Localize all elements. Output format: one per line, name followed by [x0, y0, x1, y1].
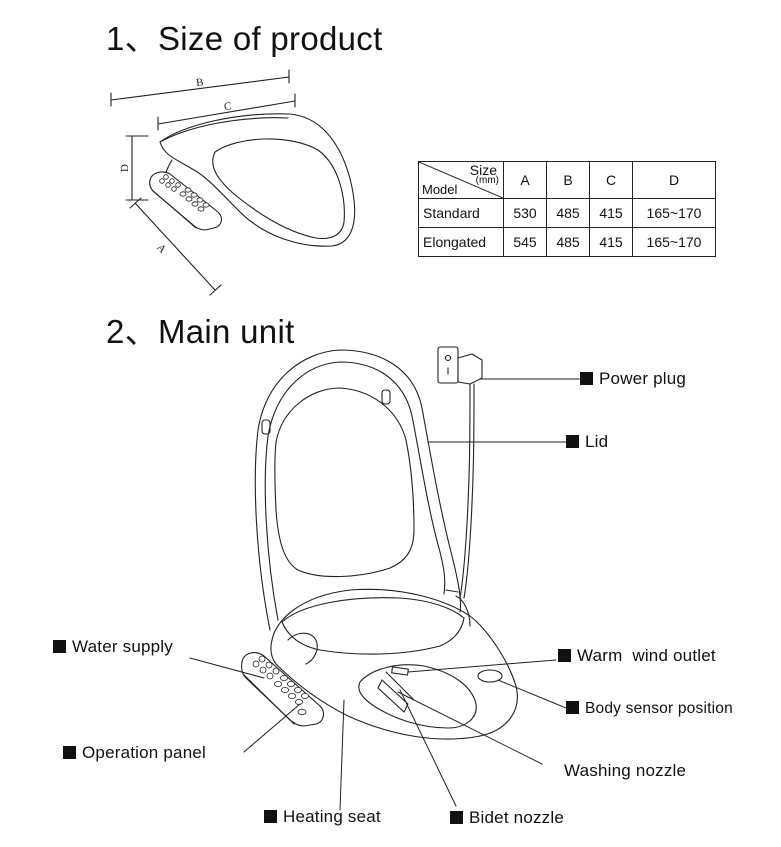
callout-text: Body sensor position	[585, 700, 733, 717]
callout-water-supply: Water supply	[53, 637, 173, 657]
callout-text: Lid	[585, 432, 609, 451]
bullet-square-icon	[558, 649, 571, 662]
size-header-label: Size	[469, 162, 497, 178]
callout-operation-panel: Operation panel	[63, 743, 206, 763]
column-header-a: A	[503, 161, 547, 199]
callout-lid: Lid	[566, 432, 608, 452]
bullet-square-icon	[63, 746, 76, 759]
row-label-elongated: Elongated	[418, 227, 504, 257]
dim-label-a: A	[154, 242, 168, 256]
model-header-label: Model	[422, 182, 458, 197]
table-row: Standard 530 485 415 165~170	[418, 198, 716, 228]
row-label-standard: Standard	[418, 198, 504, 228]
callout-power-plug: Power plug	[580, 369, 686, 389]
diagonal-divider	[419, 162, 503, 198]
section-title-size: 1、Size of product	[106, 20, 383, 57]
bullet-square-icon	[566, 435, 579, 448]
dim-label-c: C	[223, 100, 232, 113]
size-spec-table: Size (mm) Model A B C D Standard 530 485…	[418, 161, 716, 257]
callout-text: Washing nozzle	[564, 761, 687, 780]
unit-header-label: (mm)	[475, 175, 499, 186]
table-cell: 485	[546, 198, 590, 228]
table-cell: 415	[589, 198, 633, 228]
column-header-b: B	[546, 161, 590, 199]
callout-text: Warm wind outlet	[577, 646, 716, 665]
dim-label-d: D	[119, 164, 131, 172]
bullet-square-icon	[450, 811, 463, 824]
callout-text: Operation panel	[82, 743, 206, 762]
table-cell: 165~170	[632, 227, 716, 257]
table-row: Elongated 545 485 415 165~170	[418, 227, 716, 257]
callout-washing-nozzle: Washing nozzle	[564, 761, 686, 781]
callout-text: Heating seat	[283, 807, 381, 826]
callout-text: Power plug	[599, 369, 687, 388]
callout-heating-seat: Heating seat	[264, 807, 381, 827]
section-title-main-unit: 2、Main unit	[106, 313, 295, 350]
table-cell: 530	[503, 198, 547, 228]
table-cell: 545	[503, 227, 547, 257]
table-header-corner: Size (mm) Model	[418, 161, 504, 199]
callout-text: Bidet nozzle	[469, 808, 565, 827]
bullet-square-icon	[566, 701, 579, 714]
column-header-c: C	[589, 161, 633, 199]
table-cell: 485	[546, 227, 590, 257]
callout-warm-wind-outlet: Warm wind outlet	[558, 646, 716, 666]
size-drawing	[110, 69, 356, 296]
bullet-square-icon	[264, 810, 277, 823]
callout-body-sensor: Body sensor position	[566, 699, 733, 719]
bullet-square-icon	[53, 640, 66, 653]
column-header-d: D	[632, 161, 716, 199]
callout-text: Water supply	[72, 637, 173, 656]
bullet-square-icon	[580, 372, 593, 385]
dim-label-b: B	[195, 76, 204, 89]
callout-bidet-nozzle: Bidet nozzle	[450, 808, 564, 828]
table-cell: 415	[589, 227, 633, 257]
leader-lines	[189, 378, 581, 811]
table-cell: 165~170	[632, 198, 716, 228]
